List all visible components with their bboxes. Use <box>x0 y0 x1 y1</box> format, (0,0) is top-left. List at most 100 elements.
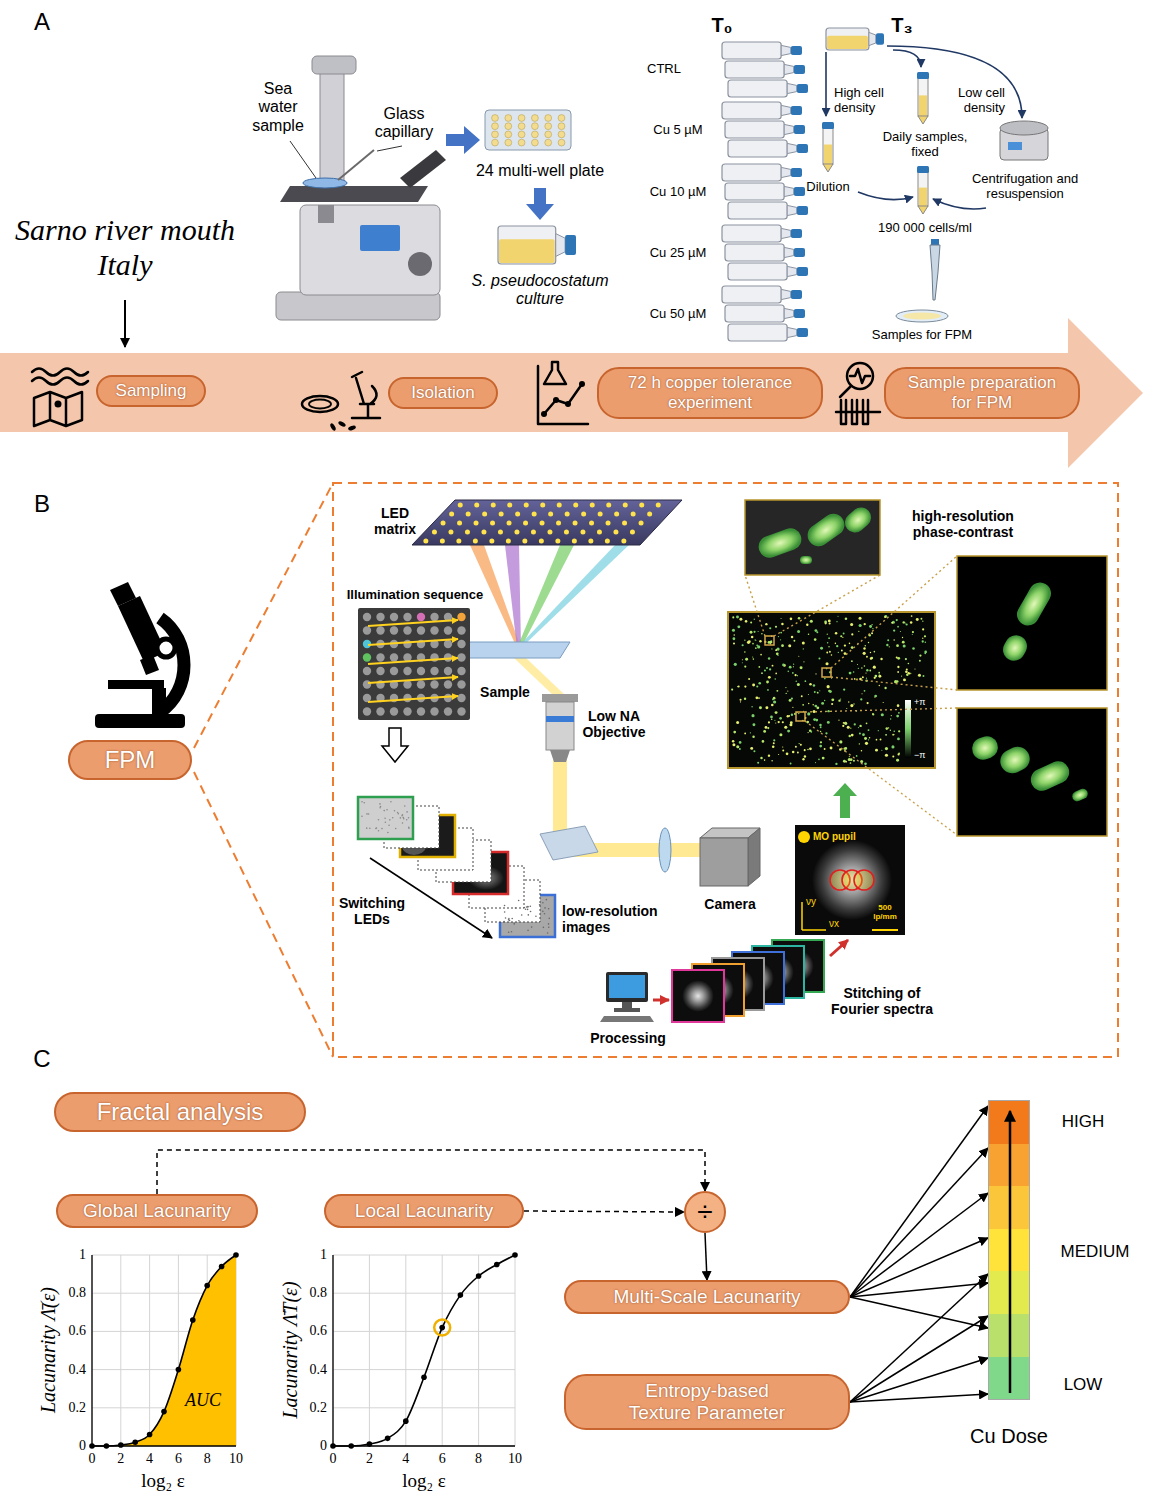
flow-connector <box>850 1193 988 1297</box>
objective-cap <box>542 694 578 702</box>
objective-turret <box>318 205 334 223</box>
phase-dot <box>808 732 809 733</box>
phase-dot <box>751 706 752 707</box>
image-texture <box>513 922 515 924</box>
flask-body <box>722 102 781 119</box>
colorbar-label: +π <box>914 697 925 707</box>
flask-neck <box>784 186 794 196</box>
phase-dot <box>814 638 817 641</box>
image-texture <box>406 811 408 813</box>
data-point <box>233 1252 239 1258</box>
phase-dot <box>845 617 848 620</box>
diatom-cell <box>756 525 805 561</box>
treatment-label: Cu 10 µM <box>650 185 707 200</box>
petri-icon <box>309 400 331 409</box>
phase-dot <box>820 647 823 650</box>
grid-line <box>333 1407 515 1408</box>
image-texture <box>528 914 530 916</box>
chart-icon-dot <box>553 397 559 403</box>
phase-dot <box>768 676 771 679</box>
phase-dot <box>826 652 828 654</box>
plate-well <box>558 139 565 146</box>
node-label: Cu Dose <box>970 1425 1048 1448</box>
phase-dot <box>848 701 849 702</box>
phase-dot <box>892 621 895 624</box>
lacunarity-curve <box>92 1255 236 1446</box>
node-label: ÷ <box>697 1196 712 1228</box>
phase-dot <box>739 748 741 750</box>
phase-dot <box>753 631 755 633</box>
highlight-ring <box>434 1320 450 1336</box>
led-position <box>403 694 411 702</box>
image-texture <box>361 815 363 817</box>
phase-dot <box>827 685 830 688</box>
flow-connector <box>850 1238 988 1297</box>
tube-medium <box>824 145 832 165</box>
phase-dot <box>781 618 782 619</box>
phase-dot <box>849 643 851 645</box>
feature-pill: Entropy-based Texture Parameter <box>564 1374 850 1430</box>
led-position <box>403 640 411 648</box>
phase-dot <box>829 690 832 693</box>
phase-dot <box>733 634 734 635</box>
image-texture <box>542 911 544 913</box>
microscope-icon-base <box>95 714 185 728</box>
image-texture <box>505 917 507 919</box>
phase-dot <box>854 678 856 680</box>
tube-body <box>918 78 928 116</box>
image-texture <box>504 905 506 907</box>
grid-line <box>333 1255 334 1446</box>
phase-dot <box>891 622 893 624</box>
image-texture <box>368 813 370 815</box>
flask-cap <box>797 84 808 93</box>
plate-well <box>492 123 499 130</box>
led-position <box>417 707 425 715</box>
plate-well <box>505 123 512 130</box>
process-arrow <box>825 52 827 116</box>
phase-dot <box>795 681 796 682</box>
phase-dot <box>864 737 867 740</box>
microscope-icon-eyepiece <box>110 582 136 606</box>
phase-dot <box>880 738 882 740</box>
treatment-label: Cu 50 µM <box>650 307 707 322</box>
phase-dot <box>862 733 865 736</box>
phase-dot <box>804 755 806 757</box>
phase-dot <box>864 665 866 667</box>
image-texture <box>402 822 404 824</box>
led-dot <box>456 539 461 544</box>
tube-cap <box>822 122 834 129</box>
camera-side <box>748 828 760 886</box>
grid-line <box>149 1255 150 1446</box>
led-position <box>444 640 452 648</box>
phase-dot <box>884 687 886 689</box>
led-position <box>376 626 384 634</box>
led-position <box>403 613 411 621</box>
led-dot <box>540 503 545 508</box>
image-texture <box>376 827 378 829</box>
flask-body <box>728 263 787 280</box>
phase-dot <box>733 637 736 640</box>
grid-line <box>333 1255 515 1256</box>
phase-dot <box>843 747 845 749</box>
phase-dot <box>905 658 907 660</box>
plate-well <box>505 131 512 138</box>
phase-dot <box>822 757 825 760</box>
phase-dot <box>858 631 859 632</box>
led-position <box>457 626 465 634</box>
plate-well <box>518 115 525 122</box>
scan-arrow <box>368 677 458 683</box>
led-position <box>363 667 371 675</box>
flask-cap <box>794 309 805 318</box>
phase-dot <box>886 644 888 646</box>
node-label: Local Lacunarity <box>355 1200 493 1222</box>
phase-dot <box>782 721 784 723</box>
objective-body <box>546 702 574 750</box>
image-texture <box>408 817 410 819</box>
phase-dot <box>774 678 776 680</box>
led-dot <box>564 530 569 535</box>
phase-dot <box>797 630 800 633</box>
image-texture <box>400 817 402 819</box>
phase-dot <box>845 722 848 725</box>
phase-dot <box>764 669 766 671</box>
phase-dot <box>797 675 798 676</box>
